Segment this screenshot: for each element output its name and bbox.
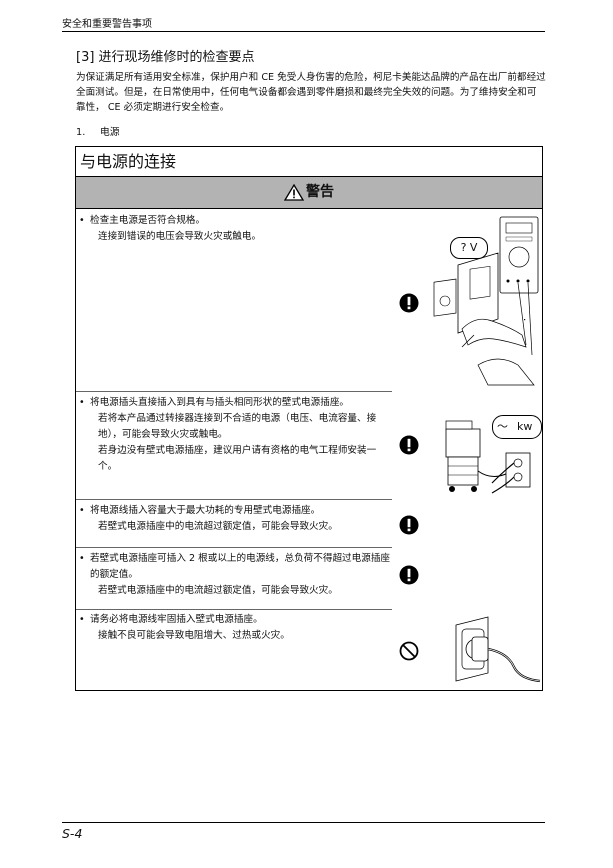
item-note: 连接到错误的电压会导致火灾或触电。 bbox=[98, 231, 262, 242]
bullet: • bbox=[79, 614, 85, 625]
item-lead: 将电源线插入容量大于最大功耗的专用壁式电源插座。 bbox=[90, 505, 321, 516]
warning-label: 警告 bbox=[306, 184, 334, 200]
item-lead: 检查主电源是否符合规格。 bbox=[90, 215, 206, 226]
footer-rule bbox=[62, 822, 545, 823]
item-note: 若壁式电源插座中的电流超过额定值，可能会导致火灾。 bbox=[98, 585, 338, 596]
warning-triangle-icon bbox=[283, 183, 305, 201]
item-lead: 若壁式电源插座可插入 2 根或以上的电源线，总负荷不得超过电源插座的额定值。 bbox=[90, 553, 391, 580]
item-direct-plug: • 将电源插头直接插入到具有与插头相同形状的壁式电源插座。 若将本产品通过转接器… bbox=[76, 395, 392, 475]
item-note: 接触不良可能会导致电阻增大、过热或火灾。 bbox=[98, 630, 290, 641]
item-note: 若壁式电源插座中的电流超过额定值，可能会导致火灾。 bbox=[98, 521, 338, 532]
item-lead: 请务必将电源线牢固插入壁式电源插座。 bbox=[90, 614, 263, 625]
running-header: 安全和重要警告事项 bbox=[62, 19, 152, 30]
page-number: S-4 bbox=[62, 826, 83, 841]
prohibited-icon bbox=[399, 641, 419, 661]
subsection-number: 1. bbox=[76, 127, 86, 138]
item-note: 若将本产品通过转接器连接到不合适的电源（电压、电流容量、接地），可能会导致火灾或… bbox=[98, 413, 377, 440]
item-secure-plug: • 请务必将电源线牢固插入壁式电源插座。 接触不良可能会导致电阻增大、过热或火灾… bbox=[76, 612, 392, 644]
mandatory-action-icon bbox=[399, 565, 419, 585]
bullet: • bbox=[79, 397, 85, 408]
mandatory-action-icon bbox=[399, 293, 419, 313]
mandatory-action-icon bbox=[399, 515, 419, 535]
bullet: • bbox=[79, 505, 85, 516]
item-divider bbox=[76, 391, 392, 392]
mandatory-action-icon bbox=[399, 435, 419, 455]
subsection-label: 电源 bbox=[100, 127, 120, 138]
item-check-voltage: • 检查主电源是否符合规格。 连接到错误的电压会导致火灾或触电。 bbox=[76, 213, 392, 245]
item-divider bbox=[76, 609, 392, 610]
plug-outlet-illustration bbox=[455, 616, 541, 683]
bullet: • bbox=[79, 553, 85, 564]
section-title: [3] 进行现场维修时的检查要点 bbox=[76, 50, 255, 65]
warning-box: 与电源的连接 警告 • 检查主电源是否符合规格。 连接到错误的电压会导致火灾或触… bbox=[75, 146, 543, 691]
copier-outlet-illustration bbox=[445, 420, 531, 494]
item-note: 若身边没有壁式电源插座，建议用户请有资格的电气工程师安装一个。 bbox=[98, 445, 377, 472]
voltage-bubble: ? V bbox=[450, 237, 488, 259]
power-bubble: ～ kw bbox=[492, 415, 542, 439]
bullet: • bbox=[79, 215, 85, 226]
intro-paragraph: 为保证满足所有适用安全标准，保护用户和 CE 免受人身伤害的危险，柯尼卡美能达品… bbox=[76, 72, 546, 113]
item-dedicated-outlet: • 将电源线插入容量大于最大功耗的专用壁式电源插座。 若壁式电源插座中的电流超过… bbox=[76, 503, 392, 535]
item-outlet-load: • 若壁式电源插座可插入 2 根或以上的电源线，总负荷不得超过电源插座的额定值。… bbox=[76, 551, 392, 599]
item-divider bbox=[76, 499, 392, 500]
item-lead: 将电源插头直接插入到具有与插头相同形状的壁式电源插座。 bbox=[90, 397, 350, 408]
item-divider bbox=[76, 547, 392, 548]
power-bubble-text: kw bbox=[517, 420, 533, 433]
multimeter-outlet-illustration bbox=[433, 216, 539, 386]
header-rule bbox=[62, 31, 545, 32]
box-title: 与电源的连接 bbox=[76, 147, 542, 177]
tilde-symbol: ～ bbox=[497, 420, 508, 433]
warning-bar: 警告 bbox=[76, 177, 542, 209]
voltage-bubble-text: ? V bbox=[460, 241, 478, 254]
subsection-heading: 1. 电源 bbox=[76, 124, 120, 138]
